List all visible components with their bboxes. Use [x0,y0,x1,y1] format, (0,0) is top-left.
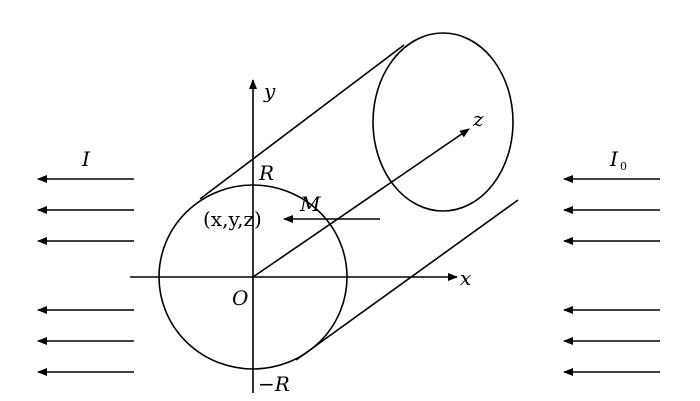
cylinder-bottom-edge [295,199,519,361]
intensity-in-subscript: 0 [620,160,627,173]
radius-bottom-label: −R [258,372,290,396]
x-axis-label: x [460,266,471,290]
radius-top-label: R [258,161,274,185]
cylinder-top-edge [199,44,405,200]
intensity-out-label: I [81,147,91,171]
origin-label: O [232,286,248,310]
back-circle [372,32,514,212]
z-axis [252,128,470,278]
z-axis-label: z [472,107,484,131]
point-coordinates-label: (x,y,z) [203,207,262,231]
intensity-in-label: I [609,147,619,171]
point-m-label: M [299,192,321,216]
y-axis-label: y [263,79,276,103]
